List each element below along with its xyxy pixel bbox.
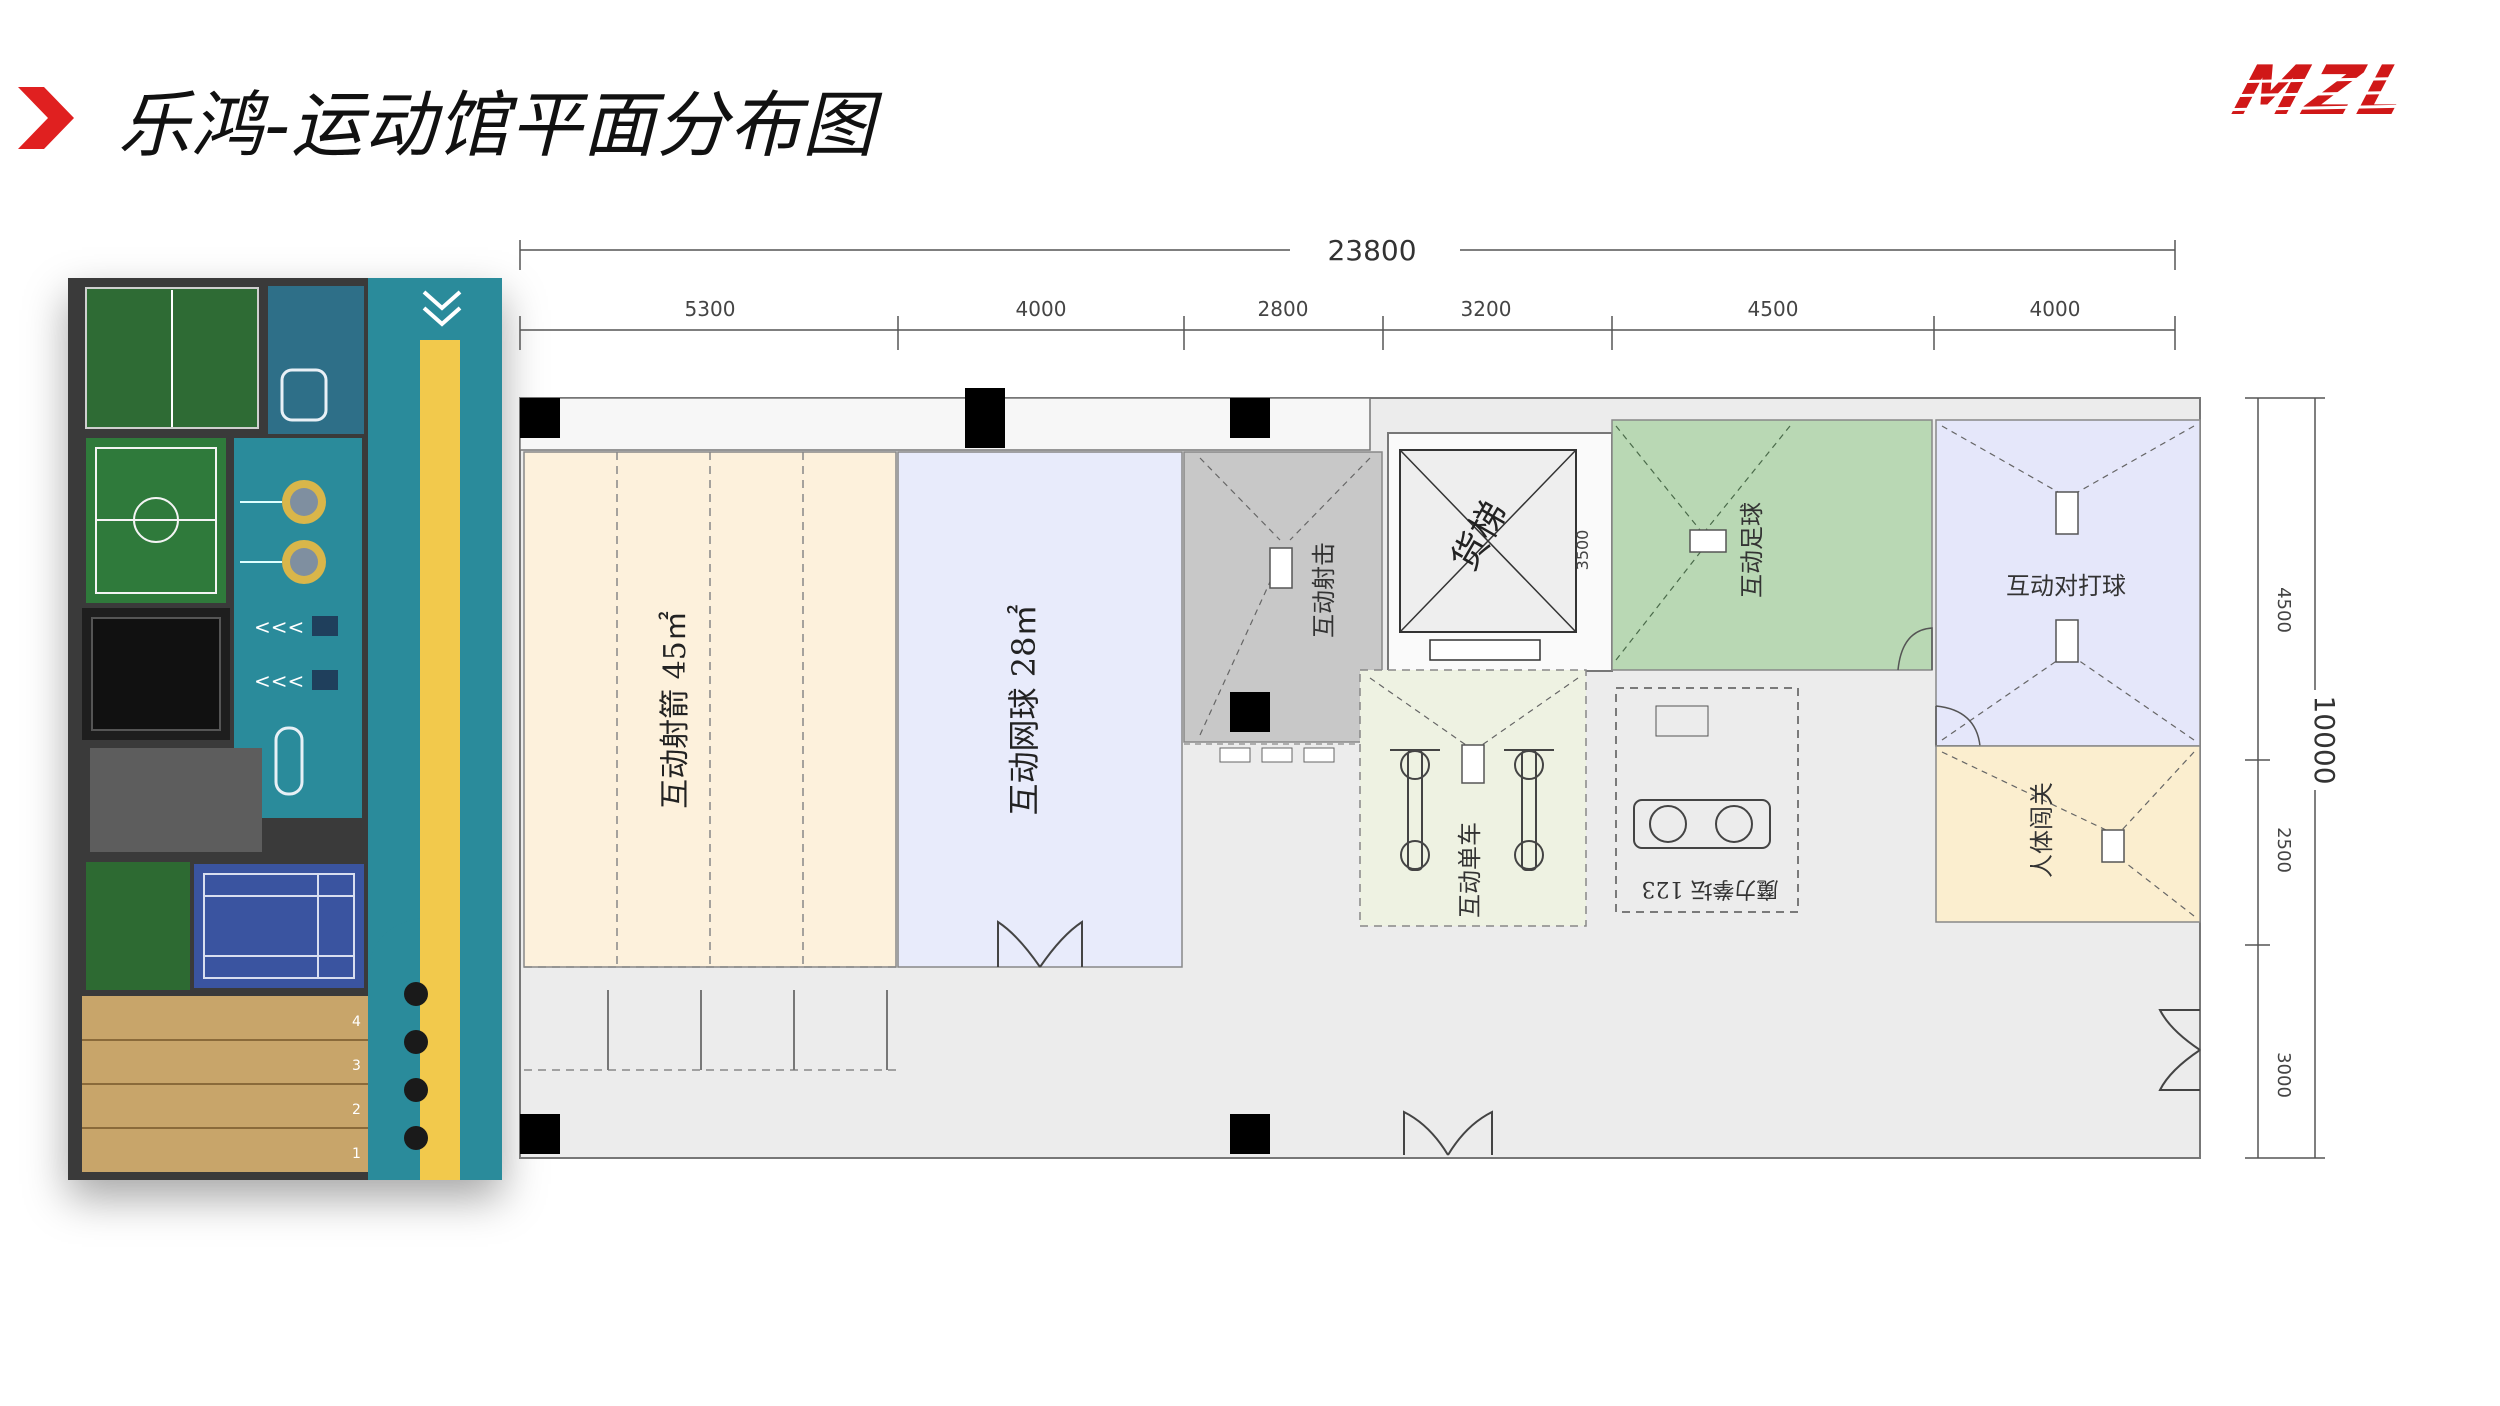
projector-tag-shooting [1269,547,1293,589]
dim-seg-5: 4500 [1748,297,1799,321]
label-boxing: 魔力拳坛 123 [1642,876,1779,901]
structural-columns [520,388,1270,1154]
label-cycling: 互动单车 [1456,822,1484,918]
dim-right-3: 3000 [2273,1052,2294,1098]
projector-tag-boxing [1655,705,1709,737]
brand-logo: MZL [2211,52,2426,131]
projector-tag-pingpong-2 [2055,619,2079,663]
label-football: 互动足球 [1738,502,1766,598]
door-right [2158,1009,2201,1091]
lane-label-3: 3 [352,1058,361,1074]
projector-tag-football [1689,529,1727,553]
dim-seg-4: 3200 [1461,297,1512,321]
chevron-right-icon [18,87,74,149]
zone-boxing [1615,687,1799,913]
dim-seg-3: 2800 [1258,297,1309,321]
dim-seg-6: 4000 [2030,297,2081,321]
lane-label-1: 1 [352,1146,361,1162]
render-arrow-2: <<< [254,669,304,693]
projector-tag-pass [2101,829,2125,863]
double-chevron-down-icon [422,290,462,327]
boxing-machine-icon [1633,799,1771,849]
projector-tag-cycling [1461,744,1485,784]
render-arrow-1: <<< [254,615,304,639]
label-pass: 人体闯关 [2028,782,2056,878]
dim-right-2: 2500 [2273,827,2294,873]
lane-label-2: 2 [352,1102,361,1118]
dim-total-height: 10000 [2308,695,2341,784]
zone-pingpong [1935,419,2201,747]
zone-cycling [1359,669,1587,927]
label-tennis: 互动网球 28㎡ [1005,605,1043,816]
zone-pass [1935,745,2201,923]
bike-icon [1390,749,1440,871]
label-archery: 互动射箭 45㎡ [658,611,693,809]
dim-total-width: 23800 [1327,234,1416,267]
dim-seg-2: 4000 [1016,297,1067,321]
zone-football [1611,419,1933,671]
label-pingpong: 互动对打球 [2006,572,2126,600]
render-grey-room [90,748,262,852]
label-shooting: 互动射击 [1310,542,1338,638]
lane-label-4: 4 [352,1014,361,1030]
projector-tag-pingpong-1 [2055,491,2079,535]
page-title: 乐鸿-运动馆平面分布图 [118,82,875,167]
header: 乐鸿-运动馆平面分布图 [14,68,875,168]
zone-tennis [897,451,1183,968]
dim-right-1: 4500 [2273,587,2294,633]
venue-render: <<< <<< 4 3 2 1 [68,278,502,1180]
dim-seg-1: 5300 [685,297,736,321]
door-bottom [1403,1110,1493,1156]
zone-shooting [1183,451,1383,743]
floor-plan: 23800 5300 4000 2800 3200 4500 4000 1000… [519,234,2341,1159]
render-tennis-court [194,864,364,988]
bike-icon [1504,749,1554,871]
dim-elevator: 3500 [1573,530,1592,571]
